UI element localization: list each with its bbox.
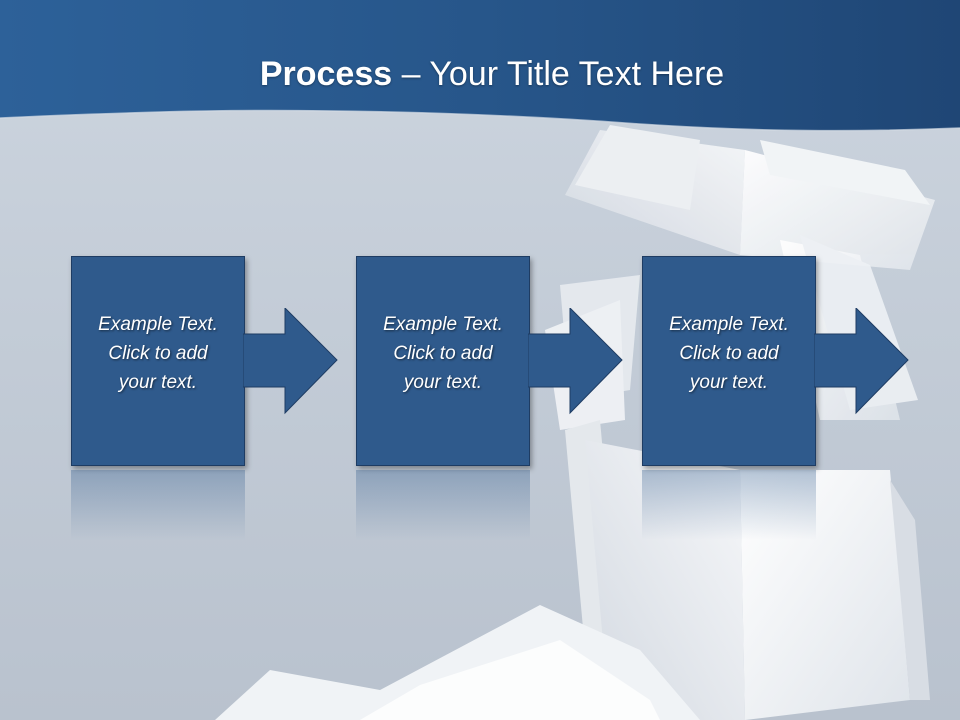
step-box [71,256,245,466]
title-rest: – Your Title Text Here [392,55,725,93]
step-reflection [642,470,816,540]
slide-title[interactable]: Process – Your Title Text Here [0,52,960,96]
process-step-1[interactable]: Example Text. Click to add your text. [71,256,338,466]
process-step-2[interactable]: Example Text. Click to add your text. [356,256,623,466]
step-text[interactable]: Example Text. Click to add your text. [98,314,218,393]
step-text[interactable]: Example Text. Click to add your text. [669,314,789,393]
step-box [642,256,816,466]
process-step-3[interactable]: Example Text. Click to add your text. [642,256,909,466]
arrow-right-icon [814,308,909,415]
step-reflection [71,470,245,540]
title-bold: Process [259,55,393,93]
arrow-right-icon [528,308,623,415]
step-box [356,256,530,466]
arrow-right-icon [243,308,338,415]
step-text[interactable]: Example Text. Click to add your text. [383,314,503,393]
step-reflection [356,470,530,540]
